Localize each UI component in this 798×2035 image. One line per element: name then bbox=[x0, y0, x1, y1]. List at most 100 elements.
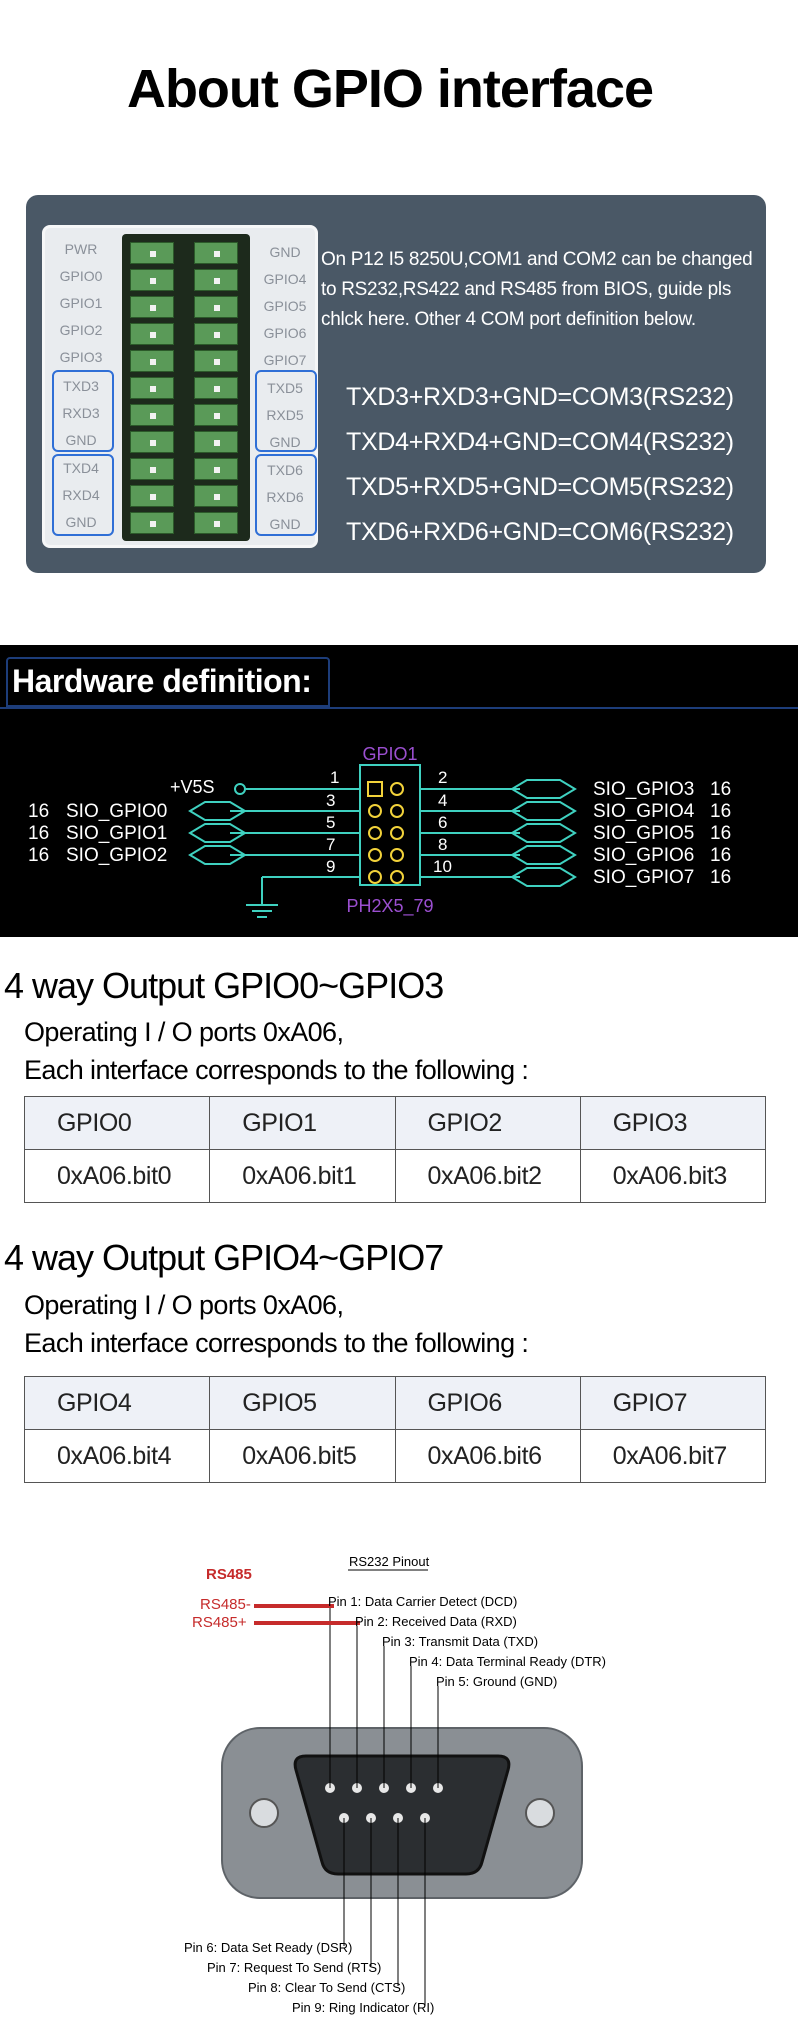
left-pin-label: GND bbox=[65, 514, 97, 530]
txd6-group-outline bbox=[255, 454, 317, 536]
pin-number: 2 bbox=[438, 768, 447, 787]
right-signal-name: SIO_GPIO3 bbox=[593, 779, 694, 800]
left-pin-label: RXD3 bbox=[62, 405, 100, 421]
right-signal-name: SIO_GPIO6 bbox=[593, 845, 694, 866]
txd4-group-outline bbox=[52, 454, 114, 536]
left-signal-name: SIO_GPIO1 bbox=[66, 823, 167, 844]
connector-body bbox=[359, 764, 421, 886]
pin-number: 4 bbox=[438, 791, 447, 810]
right-signal-num: 16 bbox=[710, 779, 731, 800]
table-header-cell: GPIO3 bbox=[579, 1096, 767, 1150]
pin-1-square bbox=[367, 781, 383, 797]
section1-heading: 4 way Output GPIO0~GPIO3 bbox=[4, 965, 444, 1006]
table-row: GPIO4 GPIO5 GPIO6 GPIO7 bbox=[23, 1376, 767, 1430]
left-signal-name: SIO_GPIO2 bbox=[66, 845, 167, 866]
right-pin-label: GPIO5 bbox=[263, 298, 307, 314]
pin-label-bottom: Pin 6: Data Set Ready (DSR) bbox=[184, 1940, 353, 1955]
right-pin-label: GND bbox=[269, 434, 301, 450]
right-pin-label: GPIO6 bbox=[263, 325, 307, 341]
right-pin-label: TXD6 bbox=[267, 462, 303, 478]
section1-table: GPIO0 GPIO1 GPIO2 GPIO3 0xA06.bit0 0xA06… bbox=[23, 1096, 767, 1203]
hardware-divider bbox=[0, 707, 798, 709]
table-header-cell: GPIO0 bbox=[23, 1096, 211, 1150]
com3-definition: TXD3+RXD3+GND=COM3(RS232) bbox=[346, 383, 734, 411]
hardware-title: Hardware definition: bbox=[12, 663, 312, 699]
table-cell: 0xA06.bit2 bbox=[394, 1149, 581, 1203]
right-pin-label: GND bbox=[269, 516, 301, 532]
pin-number: 10 bbox=[433, 857, 452, 876]
rs485-minus-label: RS485- bbox=[200, 1596, 251, 1613]
hardware-tab-frame bbox=[6, 657, 330, 707]
section2-table: GPIO4 GPIO5 GPIO6 GPIO7 0xA06.bit4 0xA06… bbox=[23, 1376, 767, 1483]
left-pin-label: TXD4 bbox=[63, 460, 99, 476]
pin-7-circle bbox=[368, 848, 382, 862]
table-header-cell: GPIO2 bbox=[394, 1096, 581, 1150]
table-cell: 0xA06.bit1 bbox=[209, 1149, 396, 1203]
pin-number: 7 bbox=[326, 835, 335, 854]
table-header-cell: GPIO7 bbox=[579, 1376, 767, 1430]
right-pin-label: RXD5 bbox=[266, 407, 304, 423]
right-pin-label: GPIO4 bbox=[263, 271, 307, 287]
right-pin-label: GND bbox=[269, 244, 301, 260]
rs485-title: RS485 bbox=[206, 1566, 252, 1583]
left-signal-num: 16 bbox=[28, 801, 49, 822]
com6-definition: TXD6+RXD6+GND=COM6(RS232) bbox=[346, 518, 734, 546]
pin-8-circle bbox=[390, 848, 404, 862]
mount-hole-left bbox=[249, 1798, 279, 1828]
right-signal-name: SIO_GPIO5 bbox=[593, 823, 694, 844]
left-signal-name: SIO_GPIO0 bbox=[66, 801, 167, 822]
right-signal-name: SIO_GPIO7 bbox=[593, 867, 694, 888]
section2-line1: Operating I / O ports 0xA06, bbox=[24, 1290, 344, 1320]
right-signal-num: 16 bbox=[710, 823, 731, 844]
right-signal-num: 16 bbox=[710, 867, 731, 888]
table-row: GPIO0 GPIO1 GPIO2 GPIO3 bbox=[23, 1096, 767, 1150]
pin-label-bottom: Pin 7: Request To Send (RTS) bbox=[207, 1960, 382, 1975]
right-signal-num: 16 bbox=[710, 845, 731, 866]
gpio-schematic: GPIO1 PH2X5_79 +V5S 1 3 5 7 9 2 4 6 8 10… bbox=[28, 744, 731, 918]
green-terminal-connector bbox=[122, 234, 250, 541]
pin-label-bottom: Pin 8: Clear To Send (CTS) bbox=[248, 1980, 406, 1995]
table-cell: 0xA06.bit3 bbox=[579, 1149, 767, 1203]
right-pin-label: RXD6 bbox=[266, 489, 304, 505]
left-pin-label: GPIO1 bbox=[59, 295, 103, 311]
connector-bottom-label: PH2X5_79 bbox=[346, 896, 433, 917]
pin-number: 9 bbox=[326, 857, 335, 876]
left-pin-label: TXD3 bbox=[63, 378, 99, 394]
pin-number: 3 bbox=[326, 791, 335, 810]
pin-label-top: Pin 2: Received Data (RXD) bbox=[355, 1614, 517, 1629]
section2-heading: 4 way Output GPIO4~GPIO7 bbox=[4, 1237, 444, 1278]
page-title: About GPIO interface bbox=[126, 59, 654, 119]
pin-label-top: Pin 1: Data Carrier Detect (DCD) bbox=[328, 1594, 518, 1609]
pin-6-circle bbox=[390, 826, 404, 840]
table-header-cell: GPIO4 bbox=[23, 1376, 211, 1430]
rs485-plus-label: RS485+ bbox=[192, 1614, 247, 1631]
pin-label-bottom: Pin 9: Ring Indicator (RI) bbox=[292, 2000, 435, 2015]
section1-line1: Operating I / O ports 0xA06, bbox=[24, 1017, 344, 1047]
v5s-label: +V5S bbox=[170, 777, 215, 797]
terminal-panel: PWR GPIO0 GPIO1 GPIO2 GPIO3 TXD3 RXD3 GN… bbox=[26, 195, 766, 573]
right-signal-name: SIO_GPIO4 bbox=[593, 801, 695, 822]
com5-definition: TXD5+RXD5+GND=COM5(RS232) bbox=[346, 473, 734, 501]
table-cell: 0xA06.bit7 bbox=[579, 1429, 767, 1483]
pin-label-top: Pin 4: Data Terminal Ready (DTR) bbox=[409, 1654, 606, 1669]
hardware-definition-section: Hardware definition: bbox=[0, 645, 798, 937]
left-pin-label: GND bbox=[65, 432, 97, 448]
left-pin-label: GPIO3 bbox=[59, 349, 103, 365]
left-pin-label: GPIO0 bbox=[59, 268, 103, 284]
table-cell: 0xA06.bit0 bbox=[23, 1149, 211, 1203]
pin-9-circle bbox=[368, 870, 382, 884]
db9-connector bbox=[221, 1569, 583, 2006]
right-pin-label: GPIO7 bbox=[263, 352, 307, 368]
pin-3-circle bbox=[368, 804, 382, 818]
com4-definition: TXD4+RXD4+GND=COM4(RS232) bbox=[346, 428, 734, 456]
db9-pinout-diagram: RS485 RS485- RS485+ RS232 Pinout Pin 1: … bbox=[0, 1530, 798, 2035]
txd5-group-outline bbox=[255, 370, 317, 452]
mount-hole-right bbox=[525, 1798, 555, 1828]
pinout-title: RS232 Pinout bbox=[349, 1554, 430, 1569]
terminal-block-diagram: PWR GPIO0 GPIO1 GPIO2 GPIO3 TXD3 RXD3 GN… bbox=[42, 225, 318, 548]
pin-number: 1 bbox=[330, 768, 339, 787]
pin-number: 6 bbox=[438, 813, 447, 832]
right-signal-num: 16 bbox=[710, 801, 731, 822]
left-pin-label: RXD4 bbox=[62, 487, 100, 503]
table-cell: 0xA06.bit6 bbox=[394, 1429, 581, 1483]
